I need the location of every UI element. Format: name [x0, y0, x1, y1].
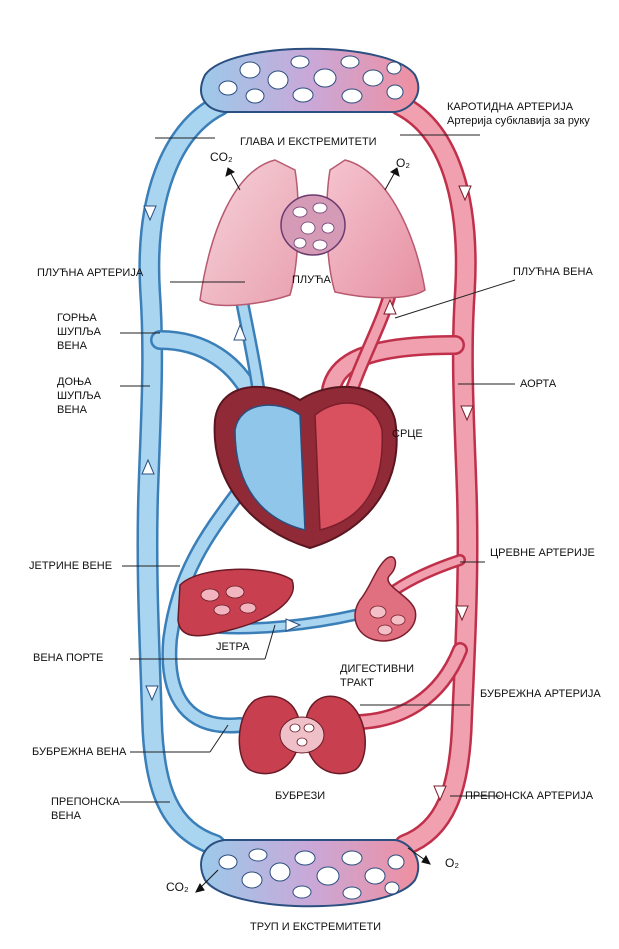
label-hepatic-veins: ЈЕТРИНЕ ВЕНЕ [29, 560, 113, 572]
label-digestive-tract-2: ТРАКТ [340, 677, 374, 689]
capillary-bed-trunk [200, 839, 420, 908]
label-digestive-tract-1: ДИГЕСТИВНИ [340, 663, 415, 675]
label-carotid-artery: КАРОТИДНА АРТЕРИЈА [447, 101, 574, 113]
label-superior-vena-cava-1: ГОРЊА [57, 312, 97, 324]
label-renal-vein: БУБРЕЖНА ВЕНА [32, 746, 127, 758]
label-superior-vena-cava-3: ВЕНА [57, 340, 87, 352]
lungs [199, 159, 426, 307]
label-co2-bottom: CO₂ [166, 880, 189, 894]
label-kidneys: БУБРЕЗИ [275, 790, 326, 802]
label-renal-artery: БУБРЕЖНА АРТЕРИЈА [480, 688, 601, 700]
right-ventricle [234, 404, 306, 531]
capillary-bed-head [200, 47, 420, 113]
label-liver: ЈЕТРА [216, 641, 250, 653]
right-kidney [304, 695, 366, 775]
label-trunk-limbs: ТРУП И ЕКСТРЕМИТЕТИ [250, 921, 382, 933]
left-kidney [238, 695, 301, 775]
label-superior-vena-cava-2: ШУПЉА [57, 326, 101, 338]
label-intestinal-arteries: ЦРЕВНЕ АРТЕРИЈЕ [490, 547, 595, 559]
label-iliac-vein-2: ВЕНА [51, 810, 81, 822]
label-o2-bottom: O₂ [445, 856, 459, 870]
label-inferior-vena-cava-2: ШУПЉА [57, 390, 101, 402]
label-aorta: АОРТА [520, 378, 557, 390]
label-iliac-vein-1: ПРЕПОНСКА [51, 796, 120, 808]
label-pulmonary-vein: ПЛУЋНА ВЕНА [513, 266, 593, 278]
label-subclavian-artery: Артерија субклавија за руку [447, 115, 590, 127]
label-o2-top: O₂ [396, 156, 410, 170]
label-pulmonary-artery: ПЛУЋНА АРТЕРИЈА [37, 267, 144, 279]
left-ventricle [314, 402, 383, 531]
gas-arrows [195, 167, 431, 893]
heart [213, 385, 398, 550]
label-inferior-vena-cava-1: ДОЊА [57, 376, 92, 388]
label-co2-top: CO₂ [210, 150, 233, 164]
label-inferior-vena-cava-3: ВЕНА [57, 404, 87, 416]
label-head-limbs: ГЛАВА И ЕКСТРЕМИТЕТИ [240, 136, 377, 148]
arterial-vessels [320, 94, 479, 856]
label-heart: СРЦЕ [392, 428, 423, 440]
liver [177, 568, 295, 637]
label-lungs: ПЛУЋА [292, 274, 331, 286]
label-iliac-artery: ПРЕПОНСКА АРТЕРИЈА [465, 790, 594, 802]
leader-lines [120, 134, 516, 803]
flow-arrows [141, 205, 302, 702]
label-portal-vein: ВЕНА ПОРТЕ [33, 652, 104, 664]
digestive-tract [354, 555, 417, 642]
kidneys [238, 695, 366, 775]
